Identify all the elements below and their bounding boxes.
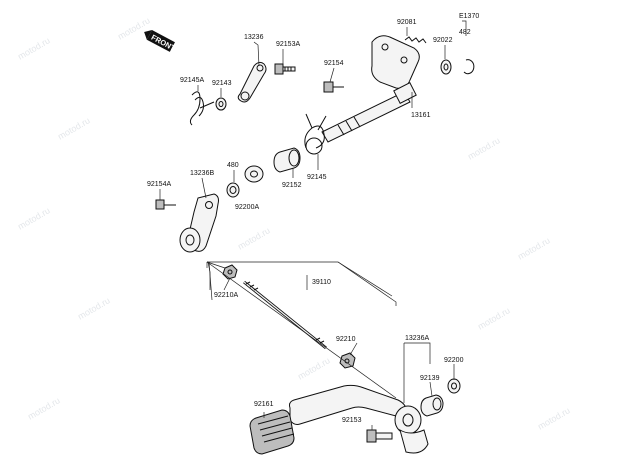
callout-92139: 92139 (420, 375, 440, 382)
callout-13236: 13236 (244, 34, 264, 41)
watermark: motod.ru (236, 225, 272, 251)
part-92154a-bolt (155, 199, 176, 210)
callout-92145: 92145 (307, 174, 327, 181)
part-92143-collar (215, 97, 227, 111)
front-arrow-icon (144, 30, 152, 40)
watermark: motod.ru (56, 115, 92, 141)
callout-92210: 92210 (336, 336, 356, 343)
part-92200-washer (447, 378, 461, 394)
callout-13236a: 13236A (405, 335, 429, 342)
callout-92022: 92022 (433, 37, 453, 44)
callout-92153: 92153 (342, 417, 362, 424)
part-92139-collar (420, 394, 444, 417)
callout-92200a: 92200A (235, 204, 259, 211)
leader-lines (159, 20, 467, 430)
watermark: motod.ru (466, 135, 502, 161)
callout-92210a: 92210A (214, 292, 238, 299)
callout-482: 482 (459, 29, 471, 36)
part-92200a-washer (226, 182, 240, 198)
callout-92161: 92161 (254, 401, 274, 408)
watermark: motod.ru (536, 405, 572, 431)
callout-39110: 39110 (312, 279, 331, 286)
callout-13236b: 13236B (190, 170, 214, 177)
callout-92200: 92200 (444, 357, 464, 364)
part-92153-bolt (366, 429, 393, 443)
watermark: motod.ru (516, 235, 552, 261)
part-13161-shift-shaft (321, 35, 420, 143)
part-92210-nut (339, 352, 356, 369)
watermark-layer: motod.ru motod.ru motod.ru motod.ru moto… (16, 15, 572, 431)
callout-92154a: 92154A (147, 181, 171, 188)
part-480-washer (244, 165, 264, 183)
callout-92145a: 92145A (180, 77, 204, 84)
part-92154-bolt (323, 81, 344, 93)
part-13236a-shift-pedal (289, 384, 429, 454)
front-badge-box (146, 30, 175, 52)
callout-92143: 92143 (212, 80, 232, 87)
part-92145a-spring (189, 91, 215, 126)
callout-92154: 92154 (324, 60, 344, 67)
part-92153a-bolt (274, 63, 296, 75)
part-92161-pedal-rubber (249, 409, 295, 455)
watermark: motod.ru (16, 35, 52, 61)
part-39110-tie-rod (243, 280, 327, 350)
callout-e1370: E1370 (459, 13, 479, 20)
callout-labels: 13236 92153A 92081 E1370 482 92022 92145… (147, 13, 479, 424)
part-92022-washer (440, 59, 452, 75)
callout-92152: 92152 (282, 182, 302, 189)
watermark: motod.ru (26, 395, 62, 421)
callout-92153a: 92153A (276, 41, 300, 48)
part-92210a-nut (222, 264, 238, 280)
part-92152-collar (273, 147, 301, 173)
watermark: motod.ru (476, 305, 512, 331)
part-13236b-lever (179, 193, 219, 253)
callout-480: 480 (227, 162, 239, 169)
part-92145-spring (304, 113, 327, 155)
callout-13161: 13161 (411, 112, 431, 119)
watermark: motod.ru (16, 205, 52, 231)
part-92081-spring (404, 36, 427, 44)
watermark: motod.ru (76, 295, 112, 321)
callout-92081: 92081 (397, 19, 417, 26)
watermark: motod.ru (296, 355, 332, 381)
front-badge: FRONT (144, 30, 177, 53)
part-482-circlip (463, 59, 475, 75)
part-13236-lever (237, 61, 267, 103)
